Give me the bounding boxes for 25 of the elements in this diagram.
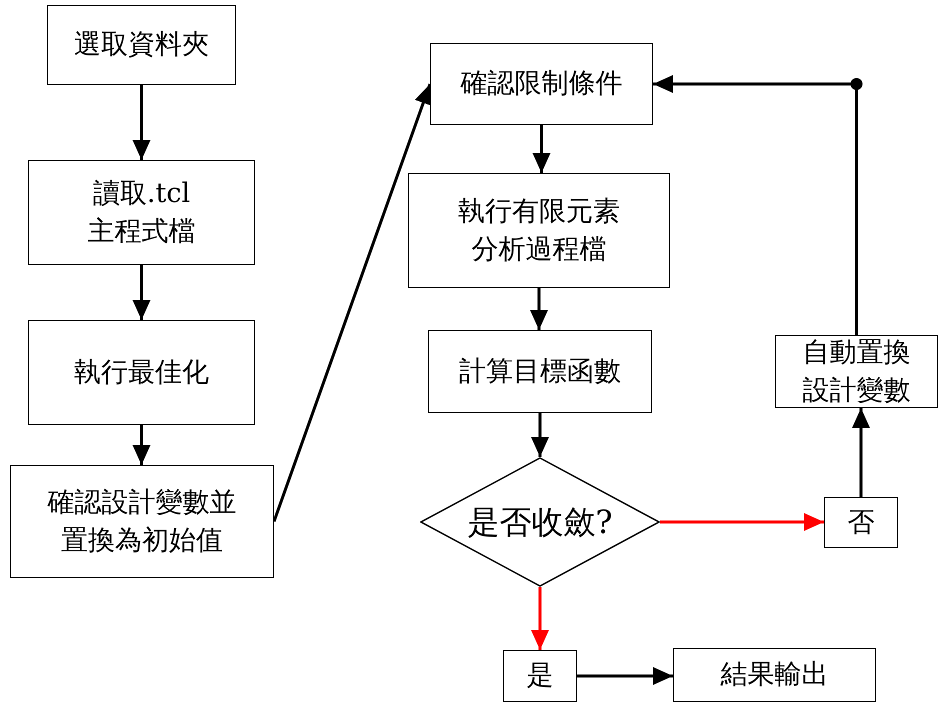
- arrow: [660, 513, 824, 531]
- process-box: 執行有限元素分析過程檔: [408, 173, 670, 288]
- arrow: [272, 84, 432, 522]
- arrow: [653, 75, 858, 335]
- process-box: 自動置換設計變數: [775, 335, 938, 408]
- process-box: 選取資料夾: [47, 5, 236, 85]
- arrow: [530, 288, 548, 330]
- arrow: [531, 413, 549, 457]
- process-box: 是: [503, 650, 577, 702]
- arrow: [132, 425, 150, 465]
- process-box: 結果輸出: [673, 648, 876, 702]
- arrow: [577, 667, 673, 685]
- arrow: [532, 125, 550, 173]
- arrow: [531, 587, 549, 650]
- process-box: 確認設計變數並置換為初始值: [10, 465, 274, 578]
- decision-diamond: [420, 457, 660, 587]
- arrow: [132, 85, 150, 160]
- process-box: 讀取.tcl主程式檔: [28, 160, 255, 265]
- process-box: 確認限制條件: [430, 43, 653, 125]
- arrow: [132, 265, 150, 320]
- process-box: 執行最佳化: [28, 320, 255, 425]
- decision-text: 是否收斂?: [467, 503, 613, 541]
- arrow: [852, 408, 870, 497]
- process-box: 計算目標函數: [428, 330, 652, 413]
- process-box: 否: [824, 497, 898, 548]
